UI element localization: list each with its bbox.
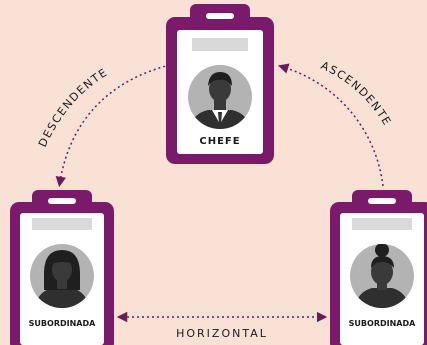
badge-slot — [368, 198, 396, 204]
ascending-arrow — [277, 63, 384, 187]
badge-slot — [206, 13, 234, 19]
badge-subordinate-right: SUBORDINADA — [330, 190, 427, 345]
role-label-subordinate-right: SUBORDINADA — [349, 319, 416, 328]
name-placeholder — [32, 218, 92, 230]
ascending-label: ASCENDENTE — [319, 59, 394, 129]
descending-label: DESCENDENTE — [36, 66, 110, 150]
descending-arrow — [55, 64, 171, 188]
badge-slot — [48, 198, 76, 204]
name-placeholder — [192, 38, 248, 51]
badge-boss: CHEFE — [166, 4, 274, 164]
role-label-subordinate-left: SUBORDINADA — [29, 319, 96, 328]
badge-subordinate-left: SUBORDINADA — [10, 190, 114, 345]
horizontal-label: HORIZONTAL — [176, 327, 268, 340]
name-placeholder — [352, 218, 412, 230]
role-label-boss: CHEFE — [199, 136, 240, 147]
